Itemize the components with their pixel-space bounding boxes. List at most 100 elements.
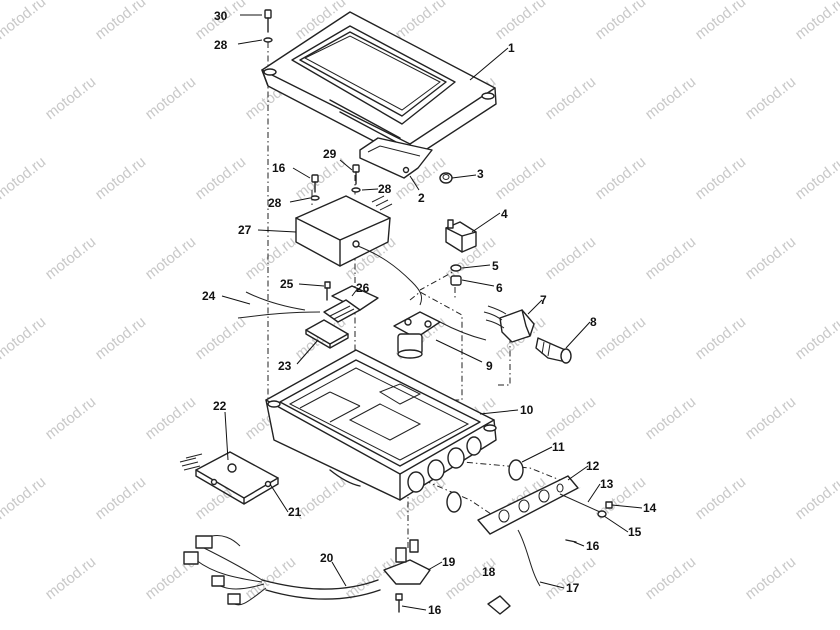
- watermark-text: motod.ru: [92, 153, 149, 203]
- watermark-text: motod.ru: [492, 0, 549, 43]
- watermark-text: motod.ru: [692, 313, 749, 363]
- watermark-text: motod.ru: [542, 553, 599, 603]
- callout-19: 19: [442, 555, 456, 569]
- watermark-text: motod.ru: [592, 313, 649, 363]
- callout-28: 28: [268, 196, 282, 210]
- part-nut: [439, 172, 453, 184]
- watermark-text: motod.ru: [142, 393, 199, 443]
- part-terminal-block: [323, 285, 379, 323]
- callout-26: 26: [356, 281, 370, 295]
- callout-labels: 30 28 1 16 29 28 28 3 2 4 27 5 6 25 26 2…: [202, 9, 657, 617]
- part-grommet-5: [450, 264, 462, 272]
- callout-28: 28: [214, 38, 228, 52]
- part-screw-16: [310, 174, 320, 201]
- part-enclosure-box: [265, 349, 497, 501]
- watermark-text: motod.ru: [42, 73, 99, 123]
- watermark-text: motod.ru: [642, 553, 699, 603]
- callout-2: 2: [418, 191, 425, 205]
- watermark-text: motod.ru: [592, 153, 649, 203]
- watermark-text: motod.ru: [592, 0, 649, 43]
- watermark-text: motod.ru: [742, 393, 799, 443]
- part-cap-18: [487, 595, 511, 615]
- part-screw-25: [324, 281, 331, 301]
- callout-20: 20: [320, 551, 334, 565]
- watermark-text: motod.ru: [492, 153, 549, 203]
- watermark-text: motod.ru: [142, 73, 199, 123]
- watermark-text: motod.ru: [0, 473, 49, 523]
- part-plug-8: [535, 337, 572, 364]
- callout-24: 24: [202, 289, 216, 303]
- callout-6: 6: [496, 281, 503, 295]
- watermark-text: motod.ru: [192, 313, 249, 363]
- part-wiring-harness: [183, 535, 381, 606]
- callout-23: 23: [278, 359, 292, 373]
- watermark-text: motod.ru: [642, 73, 699, 123]
- callout-12: 12: [586, 459, 600, 473]
- watermark-text: motod.ru: [742, 233, 799, 283]
- part-insulator-23: [305, 319, 349, 349]
- callout-29: 29: [323, 147, 337, 161]
- watermark-text: motod.ru: [92, 473, 149, 523]
- part-solenoid: [393, 311, 487, 359]
- callout-4: 4: [501, 207, 508, 221]
- watermark-text: motod.ru: [642, 233, 699, 283]
- callout-28: 28: [378, 182, 392, 196]
- part-screw-16-bottom: [395, 593, 403, 613]
- part-cable-17: [517, 529, 541, 587]
- callout-5: 5: [492, 259, 499, 273]
- watermark-text: motod.ru: [692, 153, 749, 203]
- watermark-text: motod.ru: [542, 393, 599, 443]
- callout-16: 16: [272, 161, 286, 175]
- callout-1: 1: [508, 41, 515, 55]
- watermark-text: motod.ru: [792, 313, 840, 363]
- watermark-text: motod.ru: [42, 233, 99, 283]
- watermark-text: motod.ru: [742, 553, 799, 603]
- callout-18: 18: [482, 565, 496, 579]
- callout-21: 21: [288, 505, 302, 519]
- watermark-text: motod.ru: [542, 233, 599, 283]
- callout-14: 14: [643, 501, 657, 515]
- callout-25: 25: [280, 277, 294, 291]
- callout-7: 7: [540, 293, 547, 307]
- part-connector-7: [483, 305, 535, 343]
- part-bushing-6: [450, 275, 462, 286]
- watermark-text: motod.ru: [42, 553, 99, 603]
- watermark-text: motod.ru: [692, 0, 749, 43]
- watermark-text: motod.ru: [542, 73, 599, 123]
- part-ground-wire: [559, 493, 607, 518]
- watermark-text: motod.ru: [192, 153, 249, 203]
- watermark-text: motod.ru: [42, 393, 99, 443]
- callout-22: 22: [213, 399, 227, 413]
- watermark-text: motod.ru: [692, 473, 749, 523]
- leader-lines: [221, 14, 643, 611]
- callout-3: 3: [477, 167, 484, 181]
- part-screw-30: [263, 9, 273, 43]
- part-control-module: [295, 195, 423, 306]
- part-gasket-bracket: [359, 137, 433, 179]
- watermark-text: motod.ru: [0, 313, 49, 363]
- watermark-text: motod.ru: [92, 313, 149, 363]
- part-wire-24: [237, 291, 321, 319]
- part-grommets: [446, 459, 524, 513]
- watermark-text: motod.ru: [92, 0, 149, 43]
- watermark-text: motod.ru: [742, 73, 799, 123]
- part-connector-19: [383, 539, 431, 585]
- watermark-text: motod.ru: [392, 0, 449, 43]
- watermark-text: motod.ru: [792, 153, 840, 203]
- part-lid-cover: [261, 11, 497, 161]
- part-ignition-module: [179, 451, 279, 505]
- callout-16: 16: [428, 603, 442, 617]
- watermark-text: motod.ru: [242, 233, 299, 283]
- watermark-text: motod.ru: [792, 0, 840, 43]
- callout-10: 10: [520, 403, 534, 417]
- callout-17: 17: [566, 581, 580, 595]
- part-screw-29: [351, 164, 361, 193]
- callout-30: 30: [214, 9, 228, 23]
- callout-11: 11: [552, 440, 565, 454]
- part-mounting-plate: [477, 475, 579, 535]
- part-screw-14: [605, 501, 613, 509]
- callout-27: 27: [238, 223, 252, 237]
- part-relay-connector: [445, 219, 477, 253]
- watermark-text: motod.ru: [0, 0, 49, 43]
- watermark-text: motod.ru: [792, 473, 840, 523]
